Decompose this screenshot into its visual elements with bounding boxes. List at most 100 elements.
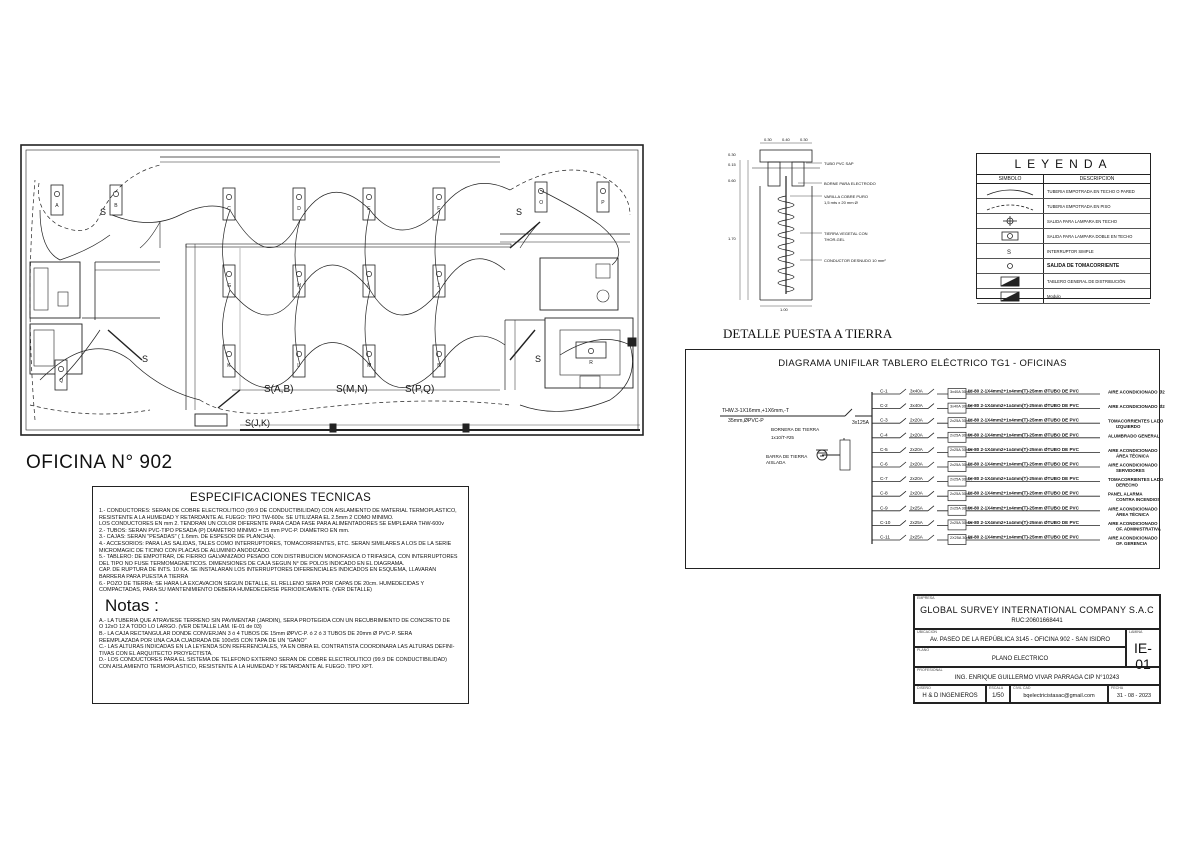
label-varilla: VARILLA COBRE PURO (824, 194, 868, 199)
fixture-letter: A (55, 203, 59, 209)
circuit-wire (899, 505, 907, 512)
circuit-differential: 2x25A 30mA (950, 463, 972, 467)
fixture-outlet (226, 271, 232, 277)
label-varilla-size: 1,5 mts x 20 mm Ø (824, 200, 858, 205)
fixture-outlet (366, 271, 372, 277)
circuit-load: TOMACORRIENTES LADO (1108, 477, 1164, 482)
legend-desc: TUBERIA EMPOTRADA EN PISO (1047, 203, 1111, 209)
fixture-outlet (58, 366, 64, 372)
differential-breaker (947, 534, 967, 545)
legend-row: Modulo (977, 289, 1150, 304)
switch-label-jk: S(J,K) (245, 418, 270, 428)
fixture-outlet (366, 351, 372, 357)
differential-breaker (947, 461, 967, 472)
circuit-load: AIRE ACONDICIONADO (1108, 463, 1158, 468)
circuit-differential: 2X25A 30mA (950, 536, 973, 540)
ground-bar-label: BORNERA DE TIERRA (771, 427, 820, 432)
email-cell: CIVIL CAD bqelectricistasac@gmail.com (1010, 685, 1108, 703)
circuit-wire (899, 490, 907, 497)
conduit-wall-ceiling-icon (977, 184, 1044, 198)
email-value: bqelectricistasac@gmail.com (1023, 693, 1095, 699)
fixture-outlet (588, 348, 594, 354)
cap-date: FECHA (1111, 686, 1124, 690)
circuit-breaker: 2x25A (910, 535, 923, 540)
unifilar-diagram-box: DIAGRAMA UNIFILAR TABLERO ELÉCTRICO TG1 … (685, 349, 1160, 569)
spec-line: 2.- TUBOS: SERAN PVC-TIPO PESADA (P) DIA… (99, 527, 350, 534)
switch-s-right: S (516, 207, 522, 217)
circuit-id: C-10 (880, 520, 891, 526)
feeder-cable: THW.3-1X16mm,+1X6mm,-T (722, 408, 790, 414)
differential-breaker (947, 431, 967, 443)
label-thorgel: THOR-GEL (824, 237, 845, 242)
notes-lines: A.- LA TUBERIA QUE ATRAVIESE TERRENO SIN… (99, 618, 462, 671)
circuit-wire (927, 490, 935, 497)
fixture-outlet (296, 351, 302, 357)
legend-desc: SALIDA PARA LAMPARA EN TECHO (1047, 218, 1118, 224)
dim-7: 1.70 (728, 236, 737, 241)
cap-company: EMPRESA (917, 596, 935, 600)
circuit-load-2: CONTRA INCENDIOS (1116, 497, 1160, 502)
circuit-differential: 2x25A 30mA (950, 448, 972, 452)
circuit-wire (899, 432, 907, 439)
light-fixture (222, 264, 236, 298)
switch-label-pq: S(P,Q) (405, 384, 434, 395)
circuit-wire (927, 505, 935, 512)
fixture-outlet (436, 351, 442, 357)
circuit-breaker: 2x25A (910, 505, 923, 510)
legend-row: SALIDA PARA LAMPARA DOBLE EN TECHO (977, 229, 1150, 244)
isolated-bar-label2: AISLADA (766, 460, 786, 465)
circuit-breaker: 2x25A (910, 520, 923, 525)
circuit-differential: 2x25A 30mA (950, 419, 972, 423)
dim-8: 0.30 (728, 152, 737, 157)
fixture-letter: K (227, 363, 231, 369)
spec-line: 3.- CAJAS: SERAN "PESADAS" ( 1.6mm. DE E… (99, 534, 276, 541)
circuit-breaker: 2x20A (910, 447, 923, 452)
cap-design: DISEÑO (917, 686, 931, 690)
circuit-wire (927, 476, 935, 482)
switch-s-top-left: S (100, 207, 106, 217)
isolated-bar-label: BARRA DE TIERRA (766, 454, 808, 459)
ground-detail-title: DETALLE PUESTA A TIERRA (723, 326, 893, 341)
circuit-load-2: DERECHO (1116, 483, 1139, 488)
cap-scale: ESCALA (989, 686, 1004, 690)
circuit-breaker: 2x20A (910, 462, 923, 467)
differential-breaker (947, 519, 967, 531)
fixture-letter: P (601, 200, 605, 206)
circuit-wire (927, 447, 935, 453)
legend-box: LEYENDA SIMBOLO DESCRIPCION TUBERIA EMPO… (976, 153, 1151, 304)
spec-line: CAP. DE RUPTURA DE INTS. 10 KA. SE INSTA… (99, 567, 437, 574)
circuit-id: C-4 (880, 432, 888, 438)
circuit-wire (927, 432, 935, 439)
fixture-letter: I (367, 283, 368, 289)
dim-4: 1.00 (780, 307, 789, 312)
specs-title: ESPECIFICACIONES TECNICAS (189, 492, 372, 504)
svg-text:S: S (1007, 250, 1011, 256)
circuit-cable: IH-80 2-1X4mm2+1x4mm(T)-25mm ØTUBO DE PV… (968, 447, 1080, 452)
circuit-cable: IH-80 2-1X4mm2+1x4mm(T)-25mm ØTUBO DE PV… (968, 403, 1080, 408)
switch-s-right-bottom: S (535, 354, 541, 364)
circuit-wire (927, 388, 935, 395)
company-name: GLOBAL SURVEY INTERNATIONAL COMPANY S.A.… (920, 605, 1154, 615)
note-line: B.- LA CAJA RECTANGULAR DONDE CONVERJAN … (99, 630, 413, 637)
office-title: OFICINA N° 902 (26, 452, 173, 473)
unifilar-labels: THW.3-1X16mm,+1X6mm,-T 35mm,ØPVC-P 3x125… (722, 408, 870, 465)
circuit-breaker: 2x20A (910, 476, 923, 481)
dim-3: 0.30 (800, 137, 809, 142)
notes-title: Notas : (105, 595, 159, 615)
fixture-letter: C (227, 206, 231, 212)
circuit-id: C-1 (880, 389, 888, 395)
professional-cell: PROFESIONAL ING. ENRIQUE GUILLERMO VIVAR… (914, 667, 1160, 685)
cap-civil: CIVIL CAD (1013, 686, 1031, 690)
circuit-wire (899, 403, 907, 409)
circuit-wire (899, 388, 907, 395)
cap-location: UBICACION (917, 630, 937, 634)
note-line: TIVAS CON EL ARQUITECTO PROYECTISTA. (99, 650, 213, 657)
circuit-load: ALUMBRADO GENERAL (1108, 433, 1160, 438)
circuit-wire (899, 520, 907, 526)
fixture-letter: B (114, 203, 118, 209)
spec-line: BARRERA PARA PUESTA A TIERRA (99, 573, 189, 580)
fixture-letter: F (437, 206, 440, 212)
circuit-id: C-5 (880, 447, 888, 453)
